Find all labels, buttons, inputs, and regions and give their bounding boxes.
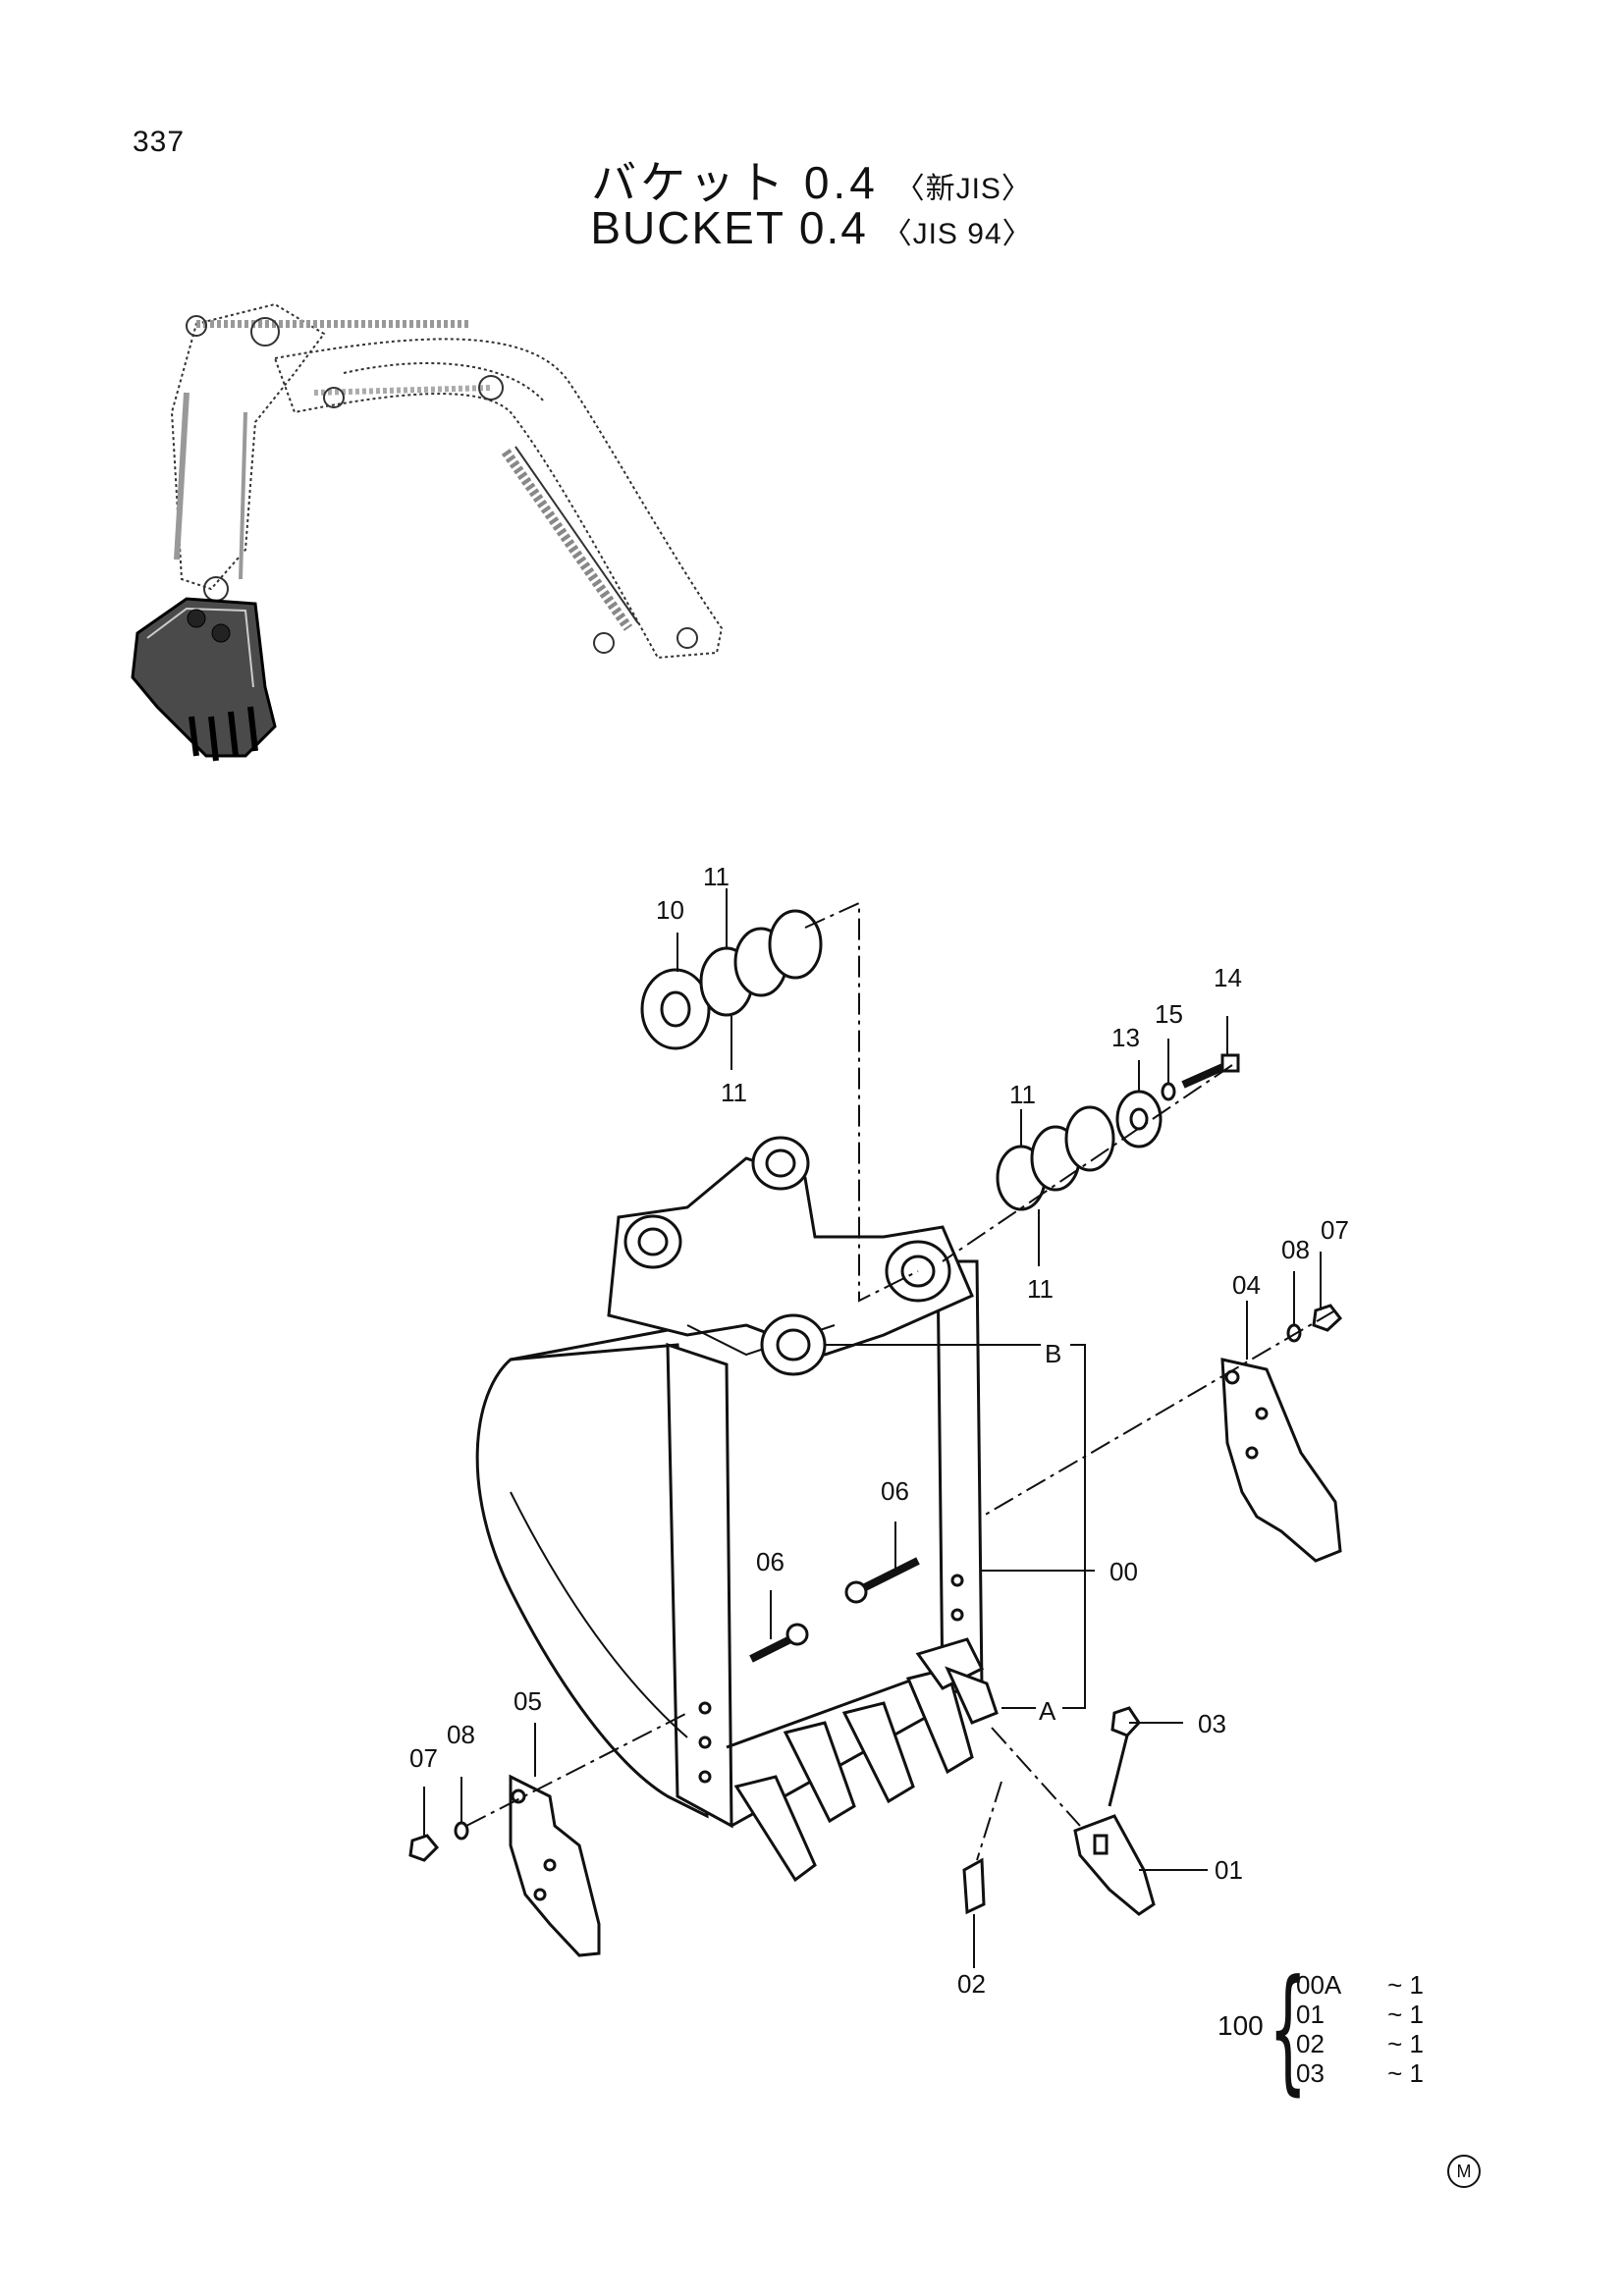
callout-15: 15 [1155, 999, 1183, 1029]
callout-06-upper: 06 [881, 1476, 909, 1506]
kit-item-code: 03 [1296, 2058, 1325, 2088]
callout-08-right: 08 [1281, 1235, 1310, 1264]
overview-bucket-highlight [131, 597, 277, 762]
callout-04: 04 [1232, 1270, 1261, 1300]
kit-items: 00A ~ 1 01 ~ 1 02 ~ 1 03 ~ 1 [1296, 1970, 1424, 2088]
callout-07-right: 07 [1321, 1215, 1349, 1245]
manufacturer-mark: M [1447, 2155, 1481, 2188]
callout-02: 02 [957, 1969, 986, 1999]
callout-10: 10 [656, 895, 684, 925]
kit-brace: { [1269, 1950, 1308, 2109]
kit-item-qty: ~ 1 [1387, 2000, 1424, 2029]
kit-item: 02 ~ 1 [1296, 2029, 1424, 2058]
title-japanese: バケット 0.4 〈新JIS〉 [0, 147, 1623, 212]
page-number: 337 [133, 126, 186, 158]
kit-item-code: 02 [1296, 2029, 1325, 2058]
callout-06-lower: 06 [756, 1547, 784, 1576]
kit-composition: 100 { 00A ~ 1 01 ~ 1 02 ~ 1 03 ~ 1 [1217, 1962, 1434, 2098]
callout-11-right-bottom: 11 [1027, 1274, 1054, 1304]
callout-03: 03 [1198, 1709, 1226, 1738]
bucket-assembly-drawing [475, 1136, 999, 1883]
callout-11-top: 11 [703, 862, 730, 891]
kit-number: 100 [1217, 2010, 1264, 2041]
title-english: BUCKET 0.4 〈JIS 94〉 [0, 201, 1623, 254]
callout-11-right-top: 11 [1009, 1080, 1036, 1109]
kit-item-qty: ~ 1 [1387, 1970, 1424, 2000]
kit-item-code: 01 [1296, 2000, 1325, 2029]
leader-lines [423, 888, 1336, 1968]
kit-item-qty: ~ 1 [1387, 2058, 1424, 2088]
title-jp-standard: 〈新JIS〉 [894, 173, 1032, 205]
callout-05: 05 [514, 1686, 542, 1716]
callout-13: 13 [1111, 1023, 1140, 1052]
kit-item: 00A ~ 1 [1296, 1970, 1424, 2000]
kit-item: 01 ~ 1 [1296, 2000, 1424, 2029]
title-en-main: BUCKET 0.4 [590, 202, 868, 253]
callout-11-bottom: 11 [721, 1078, 747, 1107]
callout-ref-B: B [1045, 1339, 1061, 1368]
callout-ref-A: A [1039, 1696, 1056, 1726]
callout-07-left: 07 [409, 1743, 438, 1773]
excavator-overview-illustration [170, 302, 724, 660]
title-jp-main: バケット 0.4 [591, 157, 879, 208]
kit-item-qty: ~ 1 [1387, 2029, 1424, 2058]
callout-01: 01 [1215, 1855, 1243, 1885]
title-en-standard: 〈JIS 94〉 [882, 218, 1033, 250]
kit-item: 03 ~ 1 [1296, 2058, 1424, 2088]
callout-00: 00 [1109, 1557, 1138, 1586]
callout-labels: 10 11 11 14 15 13 11 11 07 08 04 B 06 00… [409, 862, 1349, 1999]
callout-08-left: 08 [447, 1720, 475, 1749]
callout-14: 14 [1214, 963, 1242, 992]
kit-item-code: 00A [1296, 1970, 1342, 2000]
